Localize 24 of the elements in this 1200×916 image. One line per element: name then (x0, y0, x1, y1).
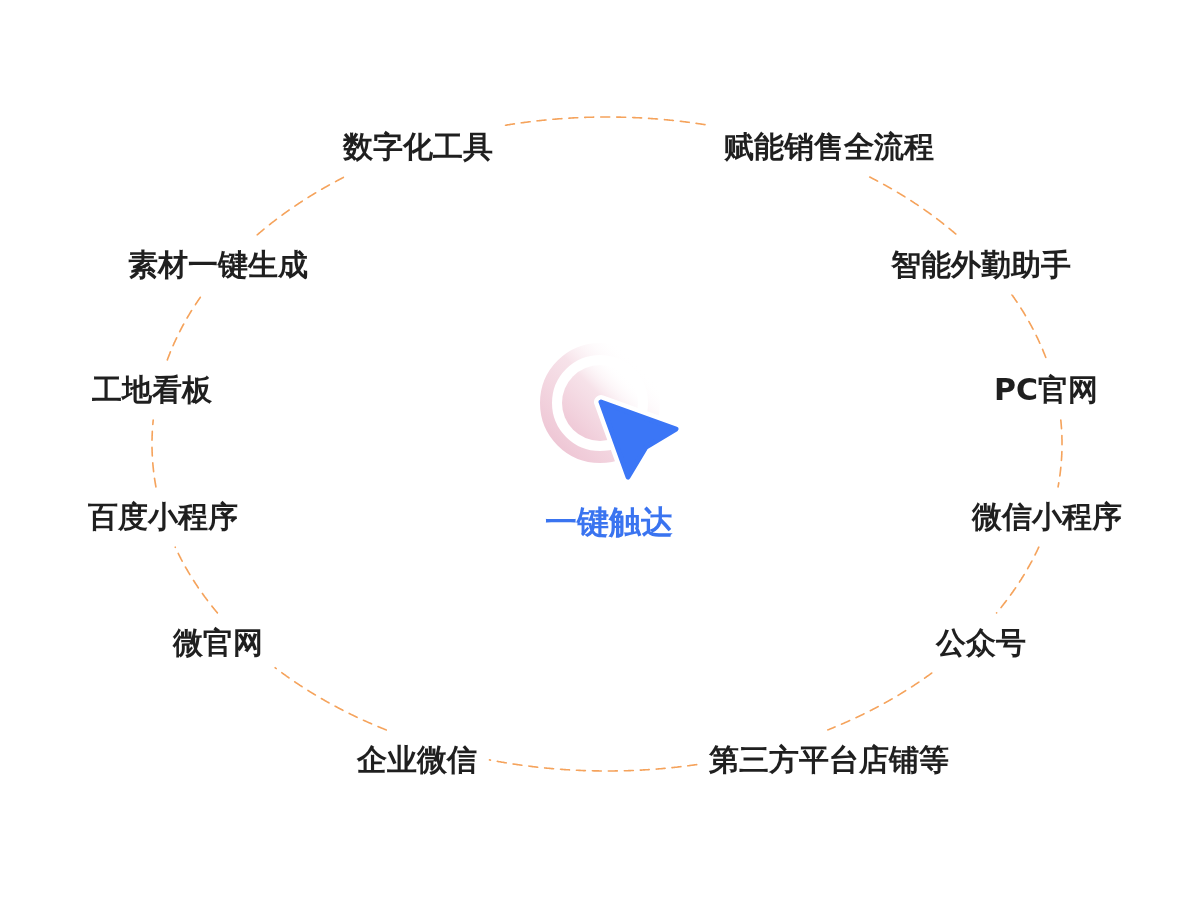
feature-label: 素材一键生成 (128, 247, 308, 283)
dashed-arc (274, 666, 388, 731)
dashed-arc (995, 546, 1040, 614)
feature-label: 赋能销售全流程 (724, 129, 934, 165)
feature-label: 工地看板 (92, 372, 212, 408)
feature-label: 公众号 (936, 625, 1026, 661)
feature-label: 企业微信 (357, 742, 477, 778)
feature-label: PC官网 (994, 372, 1098, 408)
dashed-arc (1057, 419, 1063, 488)
dashed-arc (174, 546, 219, 614)
feature-label: 数字化工具 (343, 129, 493, 165)
dashed-arc (1011, 294, 1048, 361)
dashed-arc (488, 759, 698, 772)
center-label: 一键触达 (545, 502, 673, 542)
feature-label: 智能外勤助手 (891, 247, 1071, 283)
feature-label: 第三方平台店铺等 (709, 742, 949, 778)
dashed-arc (868, 176, 958, 236)
feature-label: 微官网 (173, 625, 263, 661)
feature-label: 百度小程序 (88, 499, 238, 535)
feature-label: 微信小程序 (972, 499, 1122, 535)
dashed-arc (827, 672, 933, 731)
dashed-arc (256, 176, 345, 236)
dashed-arc (151, 419, 157, 488)
dashed-arc (166, 294, 203, 361)
